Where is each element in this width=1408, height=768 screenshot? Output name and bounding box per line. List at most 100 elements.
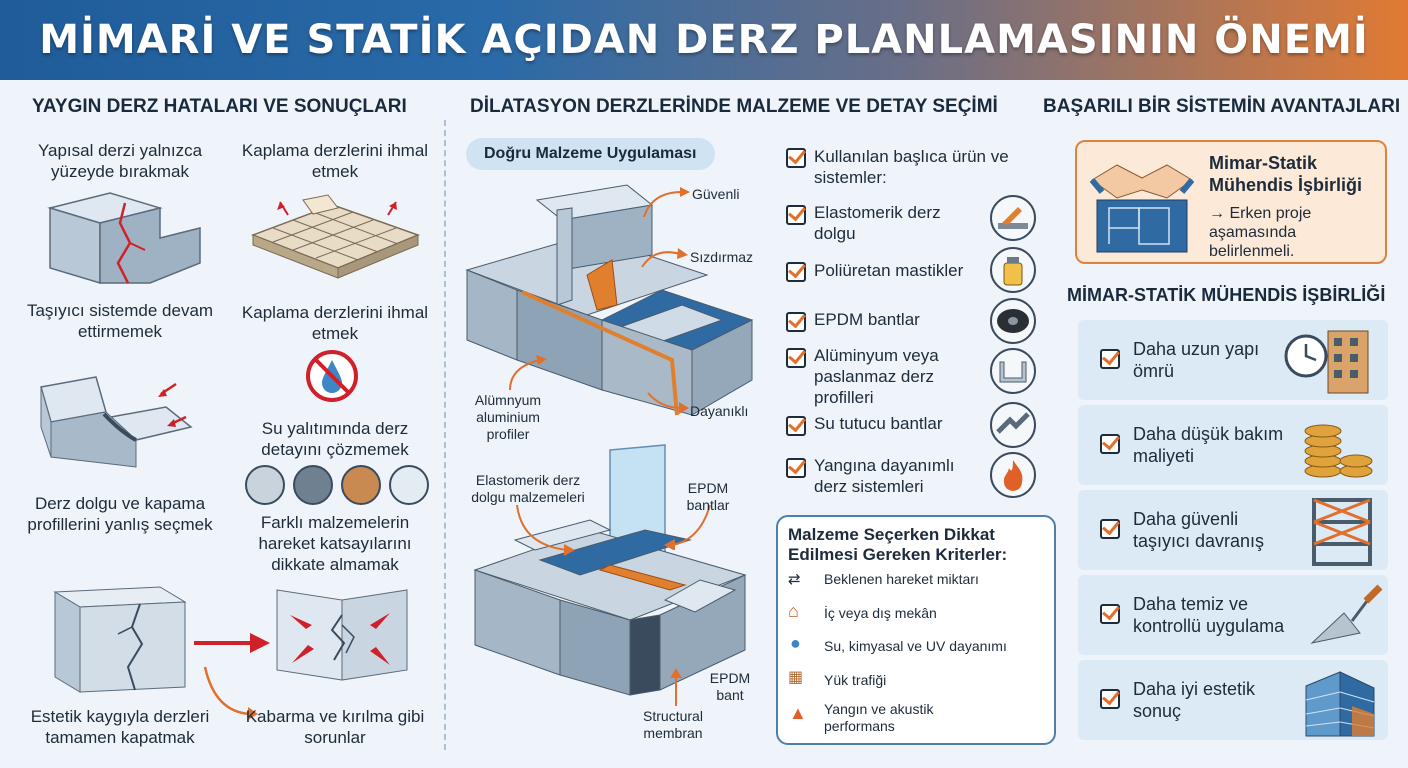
expansion-joint-top-illustration — [465, 184, 754, 416]
benefit-check-3 — [1100, 519, 1120, 539]
benefit-row-5: Daha iyi estetik sonuç — [1078, 660, 1388, 740]
product-check-1 — [786, 205, 806, 225]
coins-icon — [1304, 424, 1373, 478]
label-guvenli: Güvenli — [692, 186, 740, 202]
tiles-icon — [250, 194, 421, 279]
criteria-item-1: Beklenen hareket miktarı — [824, 571, 979, 587]
benefit-label-3: Daha güvenli taşıyıcı davranış — [1133, 509, 1265, 551]
criteria-item-5: Yangın ve akustik performans — [824, 701, 934, 734]
bricks-icon: ▦ — [788, 669, 804, 686]
mastic-can-icon — [990, 247, 1036, 293]
criteria-item-4: Yük trafiği — [824, 672, 887, 688]
arrow-dayanikli-icon — [647, 392, 689, 414]
criteria-heading: Malzeme Seçerken Dikkat Edilmesi Gereken… — [788, 525, 1008, 564]
arrow-elastomerik-icon — [516, 504, 575, 556]
epdm-roll-icon — [990, 298, 1036, 344]
damaged-joint-icon — [40, 376, 193, 468]
stone-swatch-icon — [293, 465, 333, 505]
drop-icon: ● — [790, 633, 801, 653]
expansion-joint-bottom-illustration — [473, 444, 747, 696]
arrows-icon: ⇄ — [788, 571, 801, 588]
arrow-aluminyum-icon — [509, 355, 547, 391]
error-text-6: Derz dolgu ve kapama profillerini yanlış… — [27, 494, 213, 534]
trowel-icon — [1310, 584, 1383, 644]
benefit-row-2: Daha düşük bakım maliyeti — [1078, 405, 1388, 485]
label-elastomerik: Elastomerik derz dolgu malzemeleri — [471, 472, 585, 505]
label-epdm-bant: EPDM bant — [709, 670, 751, 703]
title-banner: MİMARİ VE STATİK AÇIDAN DERZ PLANLAMASIN… — [0, 0, 1408, 80]
arrow-guvenli-icon — [643, 187, 690, 218]
error-text-4: Kaplama derzlerini ihmal etmek — [241, 303, 429, 343]
label-sizdirmaz: Sızdırmaz — [690, 249, 754, 265]
profile-icon — [990, 348, 1036, 394]
product-check-6 — [786, 458, 806, 478]
arrow-sizdirmaz-icon — [641, 248, 688, 268]
collaboration-text: → Erken proje aşamasında belirlenmeli. — [1209, 205, 1312, 260]
error-text-5: Su yalıtımında derz detayını çözmemek — [261, 419, 409, 459]
product-item-6: Yangına dayanımlı derz sistemleri — [814, 456, 955, 496]
collaboration-title: Mimar-Statik Mühendis İşbirliği — [1209, 153, 1363, 195]
benefit-label-5: Daha iyi estetik sonuç — [1133, 679, 1256, 721]
product-item-5: Su tutucu bantlar — [814, 414, 943, 433]
product-item-2: Poliüretan mastikler — [814, 261, 964, 280]
arrow-membran-icon — [670, 668, 682, 706]
left-heading: YAYGIN DERZ HATALARI VE SONUÇLARI — [32, 96, 407, 117]
wood-swatch-icon — [341, 465, 381, 505]
clock-building-icon — [1284, 330, 1369, 394]
benefit-label-2: Daha düşük bakım maliyeti — [1133, 424, 1284, 466]
error-text-2: Kaplama derzlerini ihmal etmek — [241, 141, 429, 181]
structural-frame-icon — [1312, 498, 1372, 566]
flame-icon: ▲ — [789, 703, 807, 723]
label-membran: Structural membran — [643, 708, 703, 741]
bulging-panel-icon — [276, 589, 408, 681]
error-text-3: Taşıyıcı sistemde devam ettirmemek — [26, 301, 214, 341]
orange-curved-arrow-icon — [203, 666, 258, 720]
criteria-item-3: Su, kimyasal ve UV dayanımı — [824, 638, 1007, 654]
label-epdm-bantlar: EPDM bantlar — [686, 480, 730, 513]
correct-application-pill: Doğru Malzeme Uygulaması — [466, 138, 715, 170]
label-dayanikli: Dayanıklı — [690, 403, 749, 419]
product-item-3: EPDM bantlar — [814, 310, 920, 329]
benefit-check-2 — [1100, 434, 1120, 454]
waterstop-icon — [990, 402, 1036, 448]
handshake-blueprint-icon — [1089, 164, 1195, 253]
product-check-3 — [786, 312, 806, 332]
metal-swatch-icon — [389, 465, 429, 505]
criteria-item-2: İç veya dış mekân — [824, 605, 937, 621]
product-check-5 — [786, 416, 806, 436]
label-aluminyum: Alümnyum aluminium profiler — [474, 392, 542, 442]
error-text-9: Kabarma ve kırılma gibi sorunlar — [245, 707, 425, 747]
product-item-4: Alüminyum veya paslanmaz derz profilleri — [814, 346, 939, 407]
right-heading: BAŞARILI BİR SİSTEMİN AVANTAJLARI — [1043, 96, 1401, 117]
benefit-check-1 — [1100, 349, 1120, 369]
benefit-row-3: Daha güvenli taşıyıcı davranış — [1078, 490, 1388, 570]
benefit-label-1: Daha uzun yapı ömrü — [1133, 339, 1260, 381]
house-icon: ⌂ — [788, 601, 799, 621]
product-check-4 — [786, 348, 806, 368]
cracked-block-icon — [47, 192, 201, 285]
criteria-box: Malzeme Seçerken Dikkat Edilmesi Gereken… — [776, 515, 1056, 745]
no-water-icon — [306, 350, 358, 402]
middle-heading: DİLATASYON DERZLERİNDE MALZEME VE DETAY … — [470, 96, 998, 117]
benefit-check-4 — [1100, 604, 1120, 624]
collaboration-sub-heading: MİMAR-STATİK MÜHENDİS İŞBİRLİĞİ — [1067, 285, 1386, 305]
page-title: MİMARİ VE STATİK AÇIDAN DERZ PLANLAMASIN… — [39, 17, 1369, 63]
sealant-gun-icon — [990, 195, 1036, 241]
red-arrow-icon — [194, 633, 270, 653]
product-check-2 — [786, 262, 806, 282]
divider-left — [444, 120, 446, 750]
material-swatches — [245, 465, 430, 505]
error-text-8: Estetik kaygıyla derzleri tamamen kapatm… — [30, 707, 210, 747]
product-check-0 — [786, 148, 806, 168]
benefit-check-5 — [1100, 689, 1120, 709]
fire-icon — [990, 452, 1036, 498]
benefit-row-1: Daha uzun yapı ömrü — [1078, 320, 1388, 400]
product-item-1: Elastomerik derz dolgu — [814, 203, 941, 243]
concrete-swatch-icon — [245, 465, 285, 505]
collaboration-box: Mimar-Statik Mühendis İşbirliği → Erken … — [1075, 140, 1387, 264]
benefit-label-4: Daha temiz ve kontrollü uygulama — [1133, 594, 1285, 636]
cracked-wall-icon — [53, 586, 187, 693]
error-text-7: Farklı malzemelerin hareket katsayıların… — [258, 513, 412, 574]
glass-building-icon — [1305, 671, 1375, 737]
arrow-epdm-bantlar-icon — [664, 504, 711, 550]
